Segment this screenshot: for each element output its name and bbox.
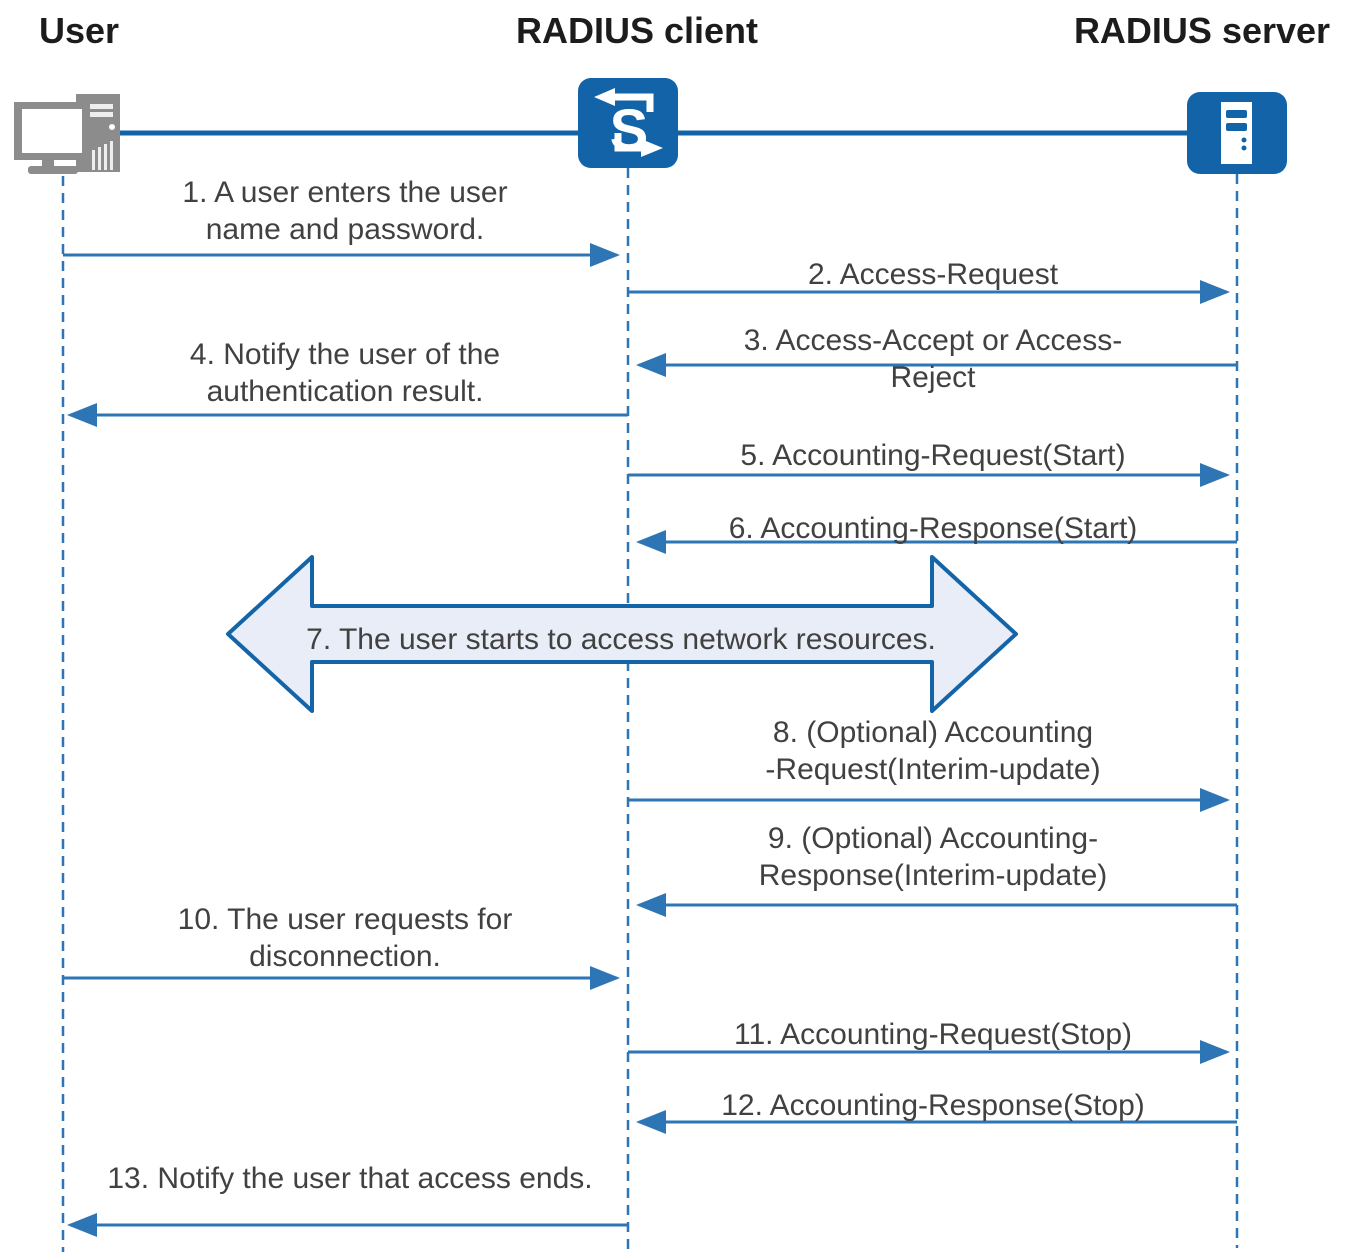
message-1-label: 1. A user enters the user name and passw… xyxy=(182,176,508,246)
actor-label-user: User xyxy=(38,10,120,51)
message-4-label: 4. Notify the user of the authentication… xyxy=(189,338,501,408)
switch-icon: S xyxy=(578,78,678,168)
message-3-label: 3. Access-Accept or Access-Reject xyxy=(743,324,1123,394)
network-access-banner-arrow xyxy=(226,555,1018,713)
message-11-label: 11. Accounting-Request(Stop) xyxy=(733,1018,1133,1051)
user-computer-icon xyxy=(14,94,120,174)
message-10-label: 10. The user requests for disconnection. xyxy=(177,903,513,973)
message-2-label: 2. Access-Request xyxy=(807,258,1059,291)
message-12-label: 12. Accounting-Response(Stop) xyxy=(721,1089,1145,1122)
message-13-label: 13. Notify the user that access ends. xyxy=(107,1162,593,1195)
actor-label-radius-server: RADIUS server xyxy=(1073,10,1331,51)
message-6-label: 6. Accounting-Response(Start) xyxy=(728,512,1138,545)
message-5-label: 5. Accounting-Request(Start) xyxy=(740,439,1126,472)
server-icon xyxy=(1187,92,1287,174)
actor-label-radius-client: RADIUS client xyxy=(515,10,759,51)
message-9-label: 9. (Optional) Accounting- Response(Inter… xyxy=(758,822,1108,892)
message-7-banner-label: 7. The user starts to access network res… xyxy=(306,623,936,656)
message-8-label: 8. (Optional) Accounting -Request(Interi… xyxy=(765,716,1101,786)
